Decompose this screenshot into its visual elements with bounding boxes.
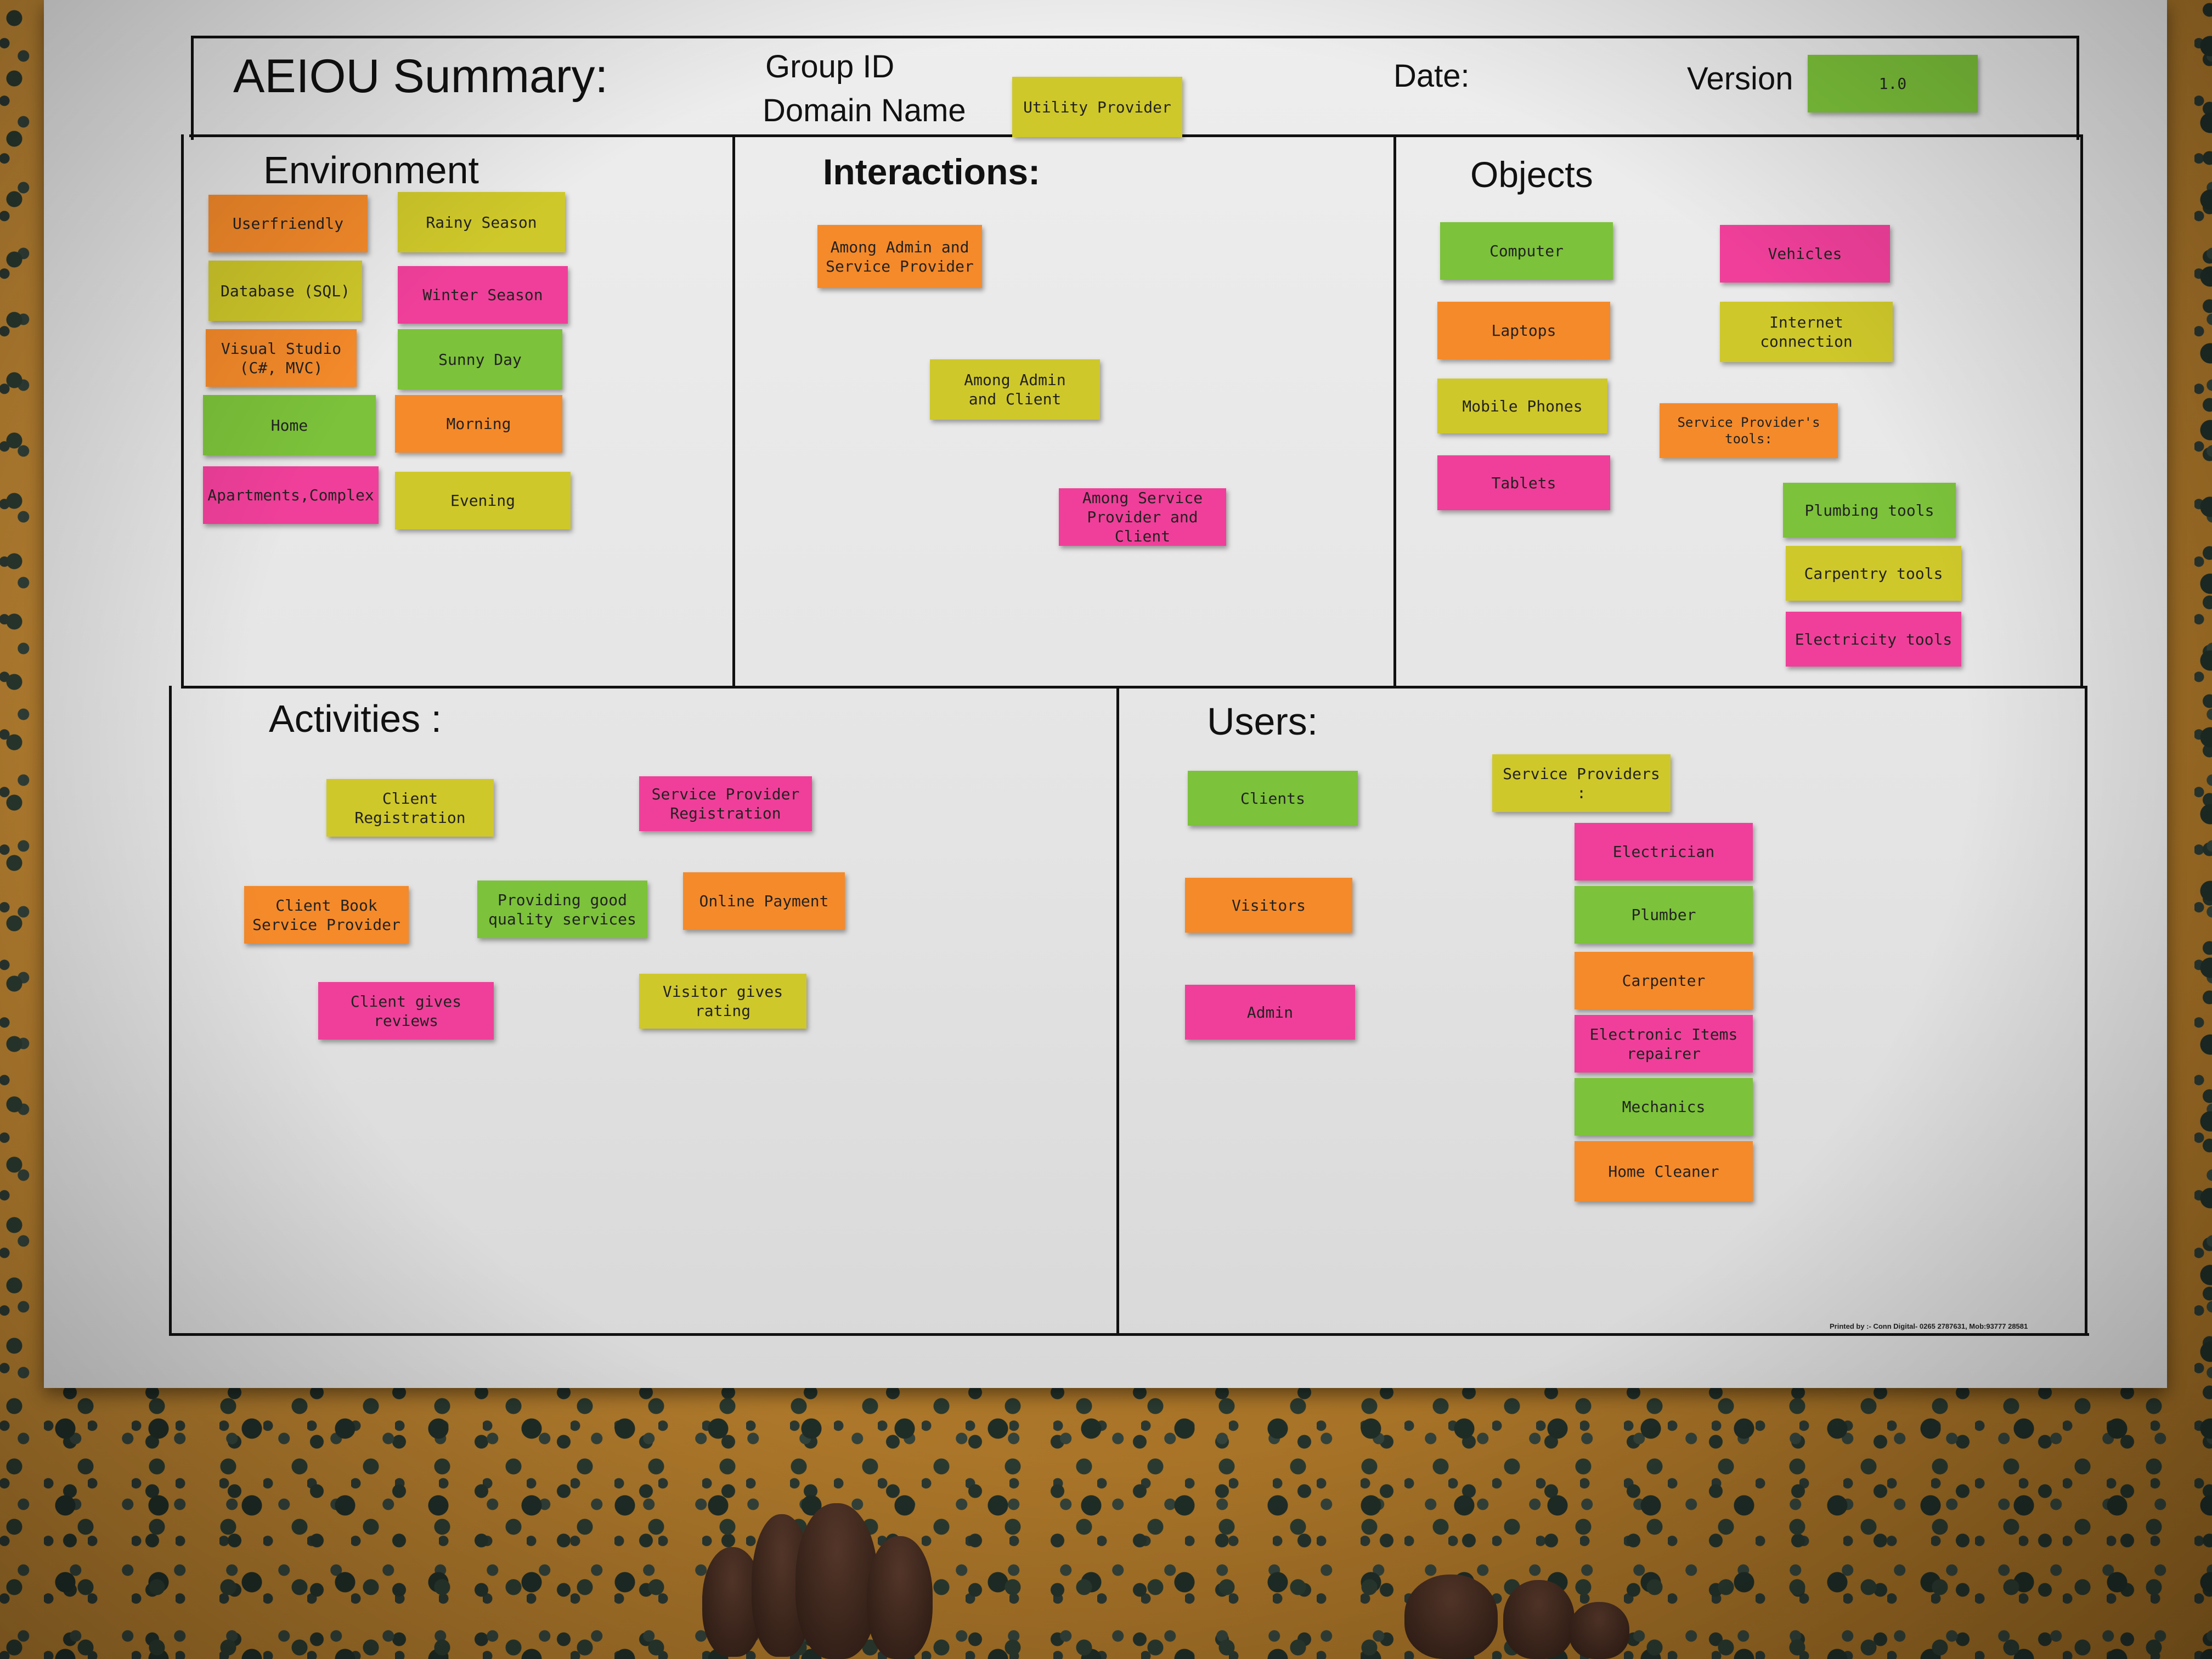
objects-note: Service Provider's tools: [1660,403,1838,458]
border-left-bottom [169,686,172,1336]
users-note: Service Providers : [1492,754,1671,812]
activities-note: Service Provider Registration [639,776,812,831]
activities-note: Providing good quality services [477,881,647,938]
border-right-bottom [2085,686,2087,1336]
users-note: Plumber [1575,886,1753,944]
users-note: Clients [1188,771,1358,826]
version-note: 1.0 [1808,55,1978,112]
aeiou-poster: AEIOU Summary: Group ID Domain Name Util… [44,0,2167,1388]
border-left-top [191,36,194,140]
users-note: Home Cleaner [1575,1141,1753,1201]
users-note: Visitors [1185,878,1352,933]
activities-title: Activities : [269,697,442,740]
toe-left-3 [795,1503,878,1659]
border-middle [181,686,2085,689]
toe-right-1 [1404,1575,1498,1659]
group-id-label: Group ID [765,49,895,84]
objects-note: Tablets [1437,455,1610,510]
environment-note: Database (SQL) [208,261,362,321]
divider-env-interactions [732,137,735,689]
environment-note: Home [203,395,376,455]
environment-note: Userfriendly [208,195,368,252]
border-left-mid [181,134,184,689]
users-note: Electrician [1575,823,1753,881]
objects-note: Vehicles [1720,225,1890,283]
objects-note: Laptops [1437,302,1610,359]
domain-name-label: Domain Name [763,93,966,128]
users-note: Carpenter [1575,952,1753,1009]
objects-note: Internet connection [1720,302,1893,362]
border-top [192,36,2079,38]
users-note: Electronic Items repairer [1575,1015,1753,1073]
environment-note: Morning [395,395,562,453]
border-right-top [2076,36,2079,140]
users-note: Mechanics [1575,1078,1753,1136]
border-right-mid [2080,134,2083,689]
objects-note: Carpentry tools [1786,546,1961,601]
printed-by-footer: Printed by :- Conn Digital- 0265 2787631… [1830,1322,2028,1330]
activities-note: Client Registration [326,779,494,837]
interactions-title: Interactions: [823,151,1041,192]
environment-note: Sunny Day [398,329,562,390]
environment-note: Visual Studio (C#, MVC) [206,329,357,387]
objects-note: Mobile Phones [1437,379,1607,433]
interactions-note: Among Admin and Service Provider [817,225,982,288]
objects-note: Electricity tools [1786,612,1961,667]
objects-note: Plumbing tools [1783,483,1956,538]
poster-title: AEIOU Summary: [233,50,608,103]
border-bottom [169,1333,2089,1336]
users-title: Users: [1207,700,1318,743]
activities-note: Online Payment [683,872,845,930]
domain-name-note: Utility Provider [1012,77,1182,137]
environment-note: Apartments,Complex [203,466,379,524]
activities-note: Client gives reviews [318,982,494,1040]
toe-left-4 [867,1536,933,1659]
environment-note: Evening [395,472,571,529]
version-label: Version [1687,61,1793,97]
interactions-note: Among Service Provider and Client [1059,488,1226,546]
divider-activities-users [1116,689,1119,1336]
objects-note: Computer [1440,222,1613,280]
environment-note: Winter Season [398,266,568,324]
divider-interactions-objects [1393,137,1396,689]
environment-title: Environment [263,149,479,191]
users-note: Admin [1185,985,1355,1040]
activities-note: Visitor gives rating [639,974,806,1029]
environment-note: Rainy Season [398,192,565,252]
interactions-note: Among Admin and Client [930,359,1100,420]
date-label: Date: [1393,58,1470,94]
toe-right-3 [1569,1602,1629,1659]
activities-note: Client Book Service Provider [244,886,409,944]
objects-title: Objects [1470,154,1593,195]
toe-right-2 [1503,1580,1575,1659]
